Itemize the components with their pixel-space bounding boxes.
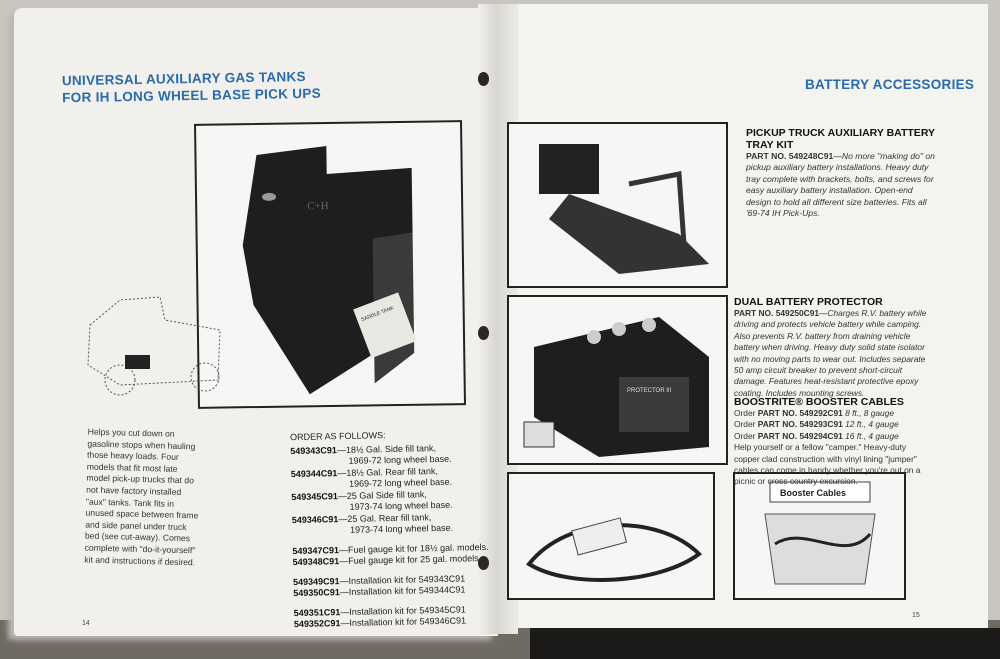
page-number: 15: [912, 612, 920, 619]
svg-text:C+H: C+H: [307, 200, 329, 212]
order-desc: —Installation kit for 549343C91: [339, 572, 466, 586]
box-label: Booster Cables: [780, 488, 846, 498]
left-page-title: UNIVERSAL AUXILIARY GAS TANKS FOR IH LON…: [62, 68, 321, 107]
cable-order-line: Order PART NO. 549292C91 8 ft., 8 gauge: [734, 408, 934, 419]
product-heading: DUAL BATTERY PROTECTOR: [734, 296, 883, 308]
part-number: 549349C91: [292, 575, 340, 587]
part-number: PART NO. 549293C91: [757, 419, 843, 430]
cable-spec: 12 ft., 4 gauge: [842, 419, 899, 430]
binder-hole: [478, 72, 489, 86]
part-number: 549345C91: [291, 490, 338, 502]
right-page-title: BATTERY ACCESSORIES: [805, 77, 975, 92]
product-text: —No more "making do" on pickup auxiliary…: [746, 151, 935, 219]
order-item: 549346C91—25 Gal. Rear fill tank,1973-74…: [292, 510, 492, 537]
order-desc: —18½ Gal. Side fill tank,: [336, 442, 437, 455]
part-number: 549350C91: [293, 587, 340, 599]
booster-cables-box-photo: Booster Cables: [733, 472, 906, 600]
battery-protector-photo: PROTECTOR III: [507, 295, 728, 465]
order-list: ORDER AS FOLLOWS: 549343C91—18½ Gal. Sid…: [290, 428, 494, 631]
part-number: 549348C91: [292, 556, 340, 568]
cable-spec: 16 ft., 4 gauge: [842, 430, 899, 441]
truck-cutaway-illustration: [87, 296, 221, 396]
binder-hole: [478, 556, 489, 570]
part-number: 549346C91: [291, 513, 339, 525]
cable-order-line: Order PART NO. 549293C91 12 ft., 4 gauge: [734, 419, 934, 430]
order-prefix: Order: [734, 430, 758, 441]
order-desc: —Installation kit for 549346C91: [340, 615, 467, 629]
order-prefix: Order: [734, 408, 758, 418]
part-number: PART NO. 549248C91: [746, 151, 834, 161]
booster-cables-photo: [507, 472, 715, 600]
part-number: 549343C91: [290, 444, 337, 456]
order-desc: —Fuel gauge kit for 25 gal. models.: [339, 553, 482, 567]
part-number: PART NO. 549250C91: [734, 308, 820, 318]
product-booster-cables: BOOSTRITE® BOOSTER CABLES Order PART NO.…: [734, 396, 934, 488]
order-desc: —Installation kit for 549344C91: [339, 584, 466, 598]
part-number: 549351C91: [293, 606, 341, 618]
product-heading: BOOSTRITE® BOOSTER CABLES: [734, 396, 904, 408]
battery-tray-photo: [507, 122, 728, 288]
product-text: —Charges R.V. battery while driving and …: [734, 308, 927, 398]
gas-tank-photo: SADDLE TANK C+H: [194, 120, 466, 409]
dark-binder: [530, 628, 1000, 659]
order-prefix: Order: [734, 419, 758, 430]
product-tray-kit: PICKUP TRUCK AUXILIARY BATTERY TRAY KIT …: [746, 127, 936, 219]
order-desc: —18½ Gal. Rear fill tank,: [337, 465, 438, 478]
protector-label: PROTECTOR III: [627, 388, 672, 394]
order-desc: —Installation kit for 549345C91: [340, 603, 466, 617]
tank-description: Helps you cut down on gasoline stops whe…: [84, 426, 199, 567]
page-number: 14: [82, 620, 90, 627]
product-heading: PICKUP TRUCK AUXILIARY BATTERY TRAY KIT: [746, 127, 935, 151]
part-number: 549347C91: [292, 544, 340, 556]
cable-spec: 8 ft., 8 gauge: [842, 408, 895, 418]
cable-order-line: Order PART NO. 549294C91 16 ft., 4 gauge: [734, 431, 934, 442]
product-text: Help yourself or a fellow "camper." Heav…: [734, 442, 921, 487]
order-desc: —25 Gal. Rear fill tank,: [338, 511, 432, 524]
part-number: PART NO. 549294C91: [757, 430, 843, 441]
product-battery-protector: DUAL BATTERY PROTECTOR PART NO. 549250C9…: [734, 296, 934, 399]
binder-hole: [478, 326, 489, 340]
part-number: PART NO. 549292C91: [757, 408, 843, 418]
order-desc: —25 Gal Side fill tank,: [337, 488, 427, 501]
part-number: 549344C91: [290, 467, 338, 479]
part-number: 549352C91: [293, 618, 341, 630]
